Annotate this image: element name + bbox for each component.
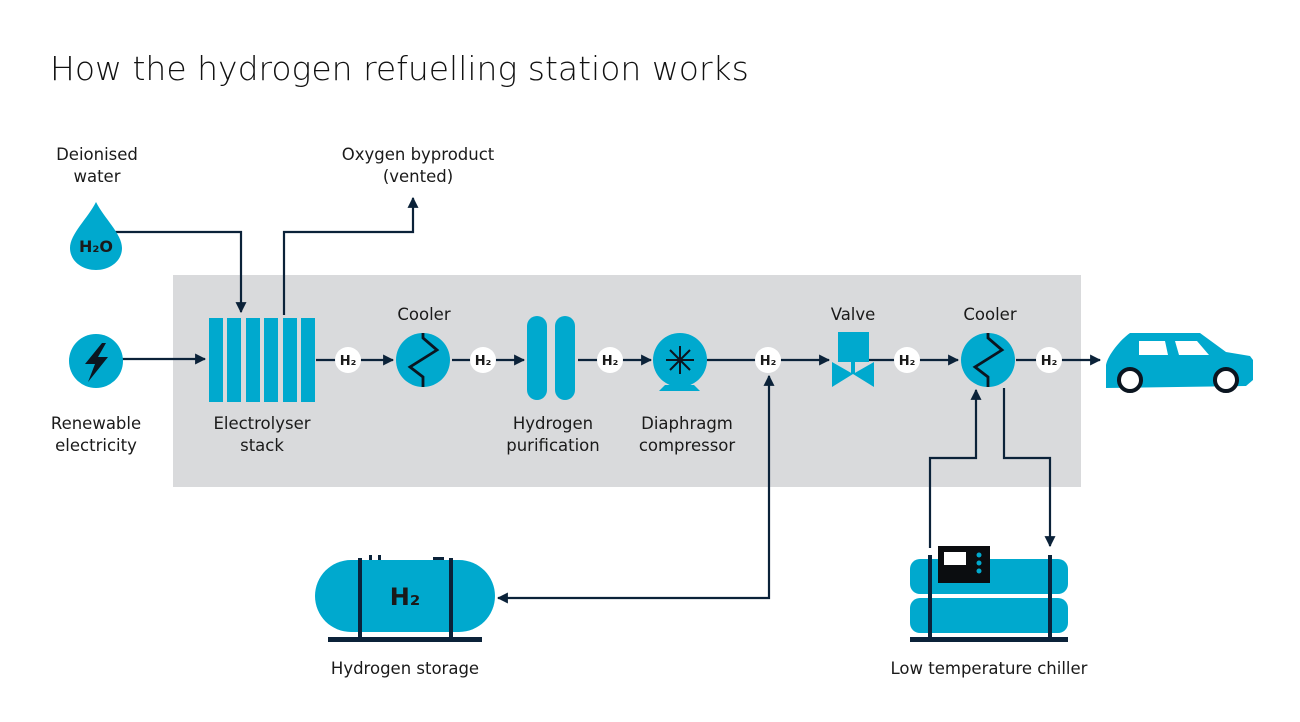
page-title: How the hydrogen refuelling station work…: [50, 49, 749, 88]
oxygen-label-line1: Oxygen byproduct: [342, 145, 495, 164]
compressor-label-line1: Diaphragm: [641, 414, 733, 433]
valve-label: Valve: [831, 305, 876, 324]
h2-badge: H₂: [335, 347, 361, 373]
svg-text:H₂: H₂: [1041, 354, 1058, 369]
purification-label-line2: purification: [506, 436, 599, 455]
storage-icon-text: H₂: [390, 583, 421, 611]
heat-exchanger-icon: [961, 333, 1015, 387]
pipe-chiller-to-cooler: [928, 388, 982, 548]
chiller-icon: [910, 546, 1068, 642]
svg-text:H₂: H₂: [602, 354, 619, 369]
pipe-water-to-electrolyser: [110, 230, 247, 314]
pipe-oxygen-vent: [282, 196, 419, 315]
storage-tank-icon: [315, 555, 495, 642]
h2-badge: H₂: [894, 347, 920, 373]
heat-exchanger-icon: [396, 333, 450, 387]
h2-badge: H₂: [1036, 347, 1062, 373]
electricity-label-line1: Renewable: [51, 414, 141, 433]
pipe-cooler-to-chiller: [1002, 388, 1056, 548]
compressor-label-line2: compressor: [639, 436, 736, 455]
svg-text:H₂: H₂: [475, 354, 492, 369]
oxygen-label-line2: (vented): [383, 167, 453, 186]
electricity-label-line2: electricity: [55, 436, 137, 455]
water-label-line2: water: [73, 167, 120, 186]
electrolyser-label-line1: Electrolyser: [213, 414, 310, 433]
chiller-label: Low temperature chiller: [891, 659, 1088, 678]
lightning-bolt-icon: [69, 334, 123, 388]
water-icon-text: H₂O: [79, 237, 113, 256]
svg-text:H₂: H₂: [899, 354, 916, 369]
cooler2-label: Cooler: [963, 305, 1016, 324]
svg-text:H₂: H₂: [340, 354, 357, 369]
svg-text:H₂: H₂: [760, 354, 777, 369]
car-icon: [1106, 333, 1253, 393]
h2-badge: H₂: [470, 347, 496, 373]
valve-icon: [832, 332, 874, 387]
cooler1-label: Cooler: [397, 305, 450, 324]
purification-label-line1: Hydrogen: [513, 414, 593, 433]
compressor-icon: [653, 333, 707, 391]
h2-badge: H₂: [755, 347, 781, 373]
h2-badge: H₂: [597, 347, 623, 373]
electrolyser-label-line2: stack: [240, 436, 284, 455]
storage-label: Hydrogen storage: [331, 659, 479, 678]
water-label-line1: Deionised: [56, 145, 138, 164]
electrolyser-stack-icon: [209, 318, 315, 402]
water-drop-icon: [70, 202, 122, 270]
pipe-storage-line: [496, 374, 775, 604]
purification-columns-icon: [527, 316, 575, 400]
